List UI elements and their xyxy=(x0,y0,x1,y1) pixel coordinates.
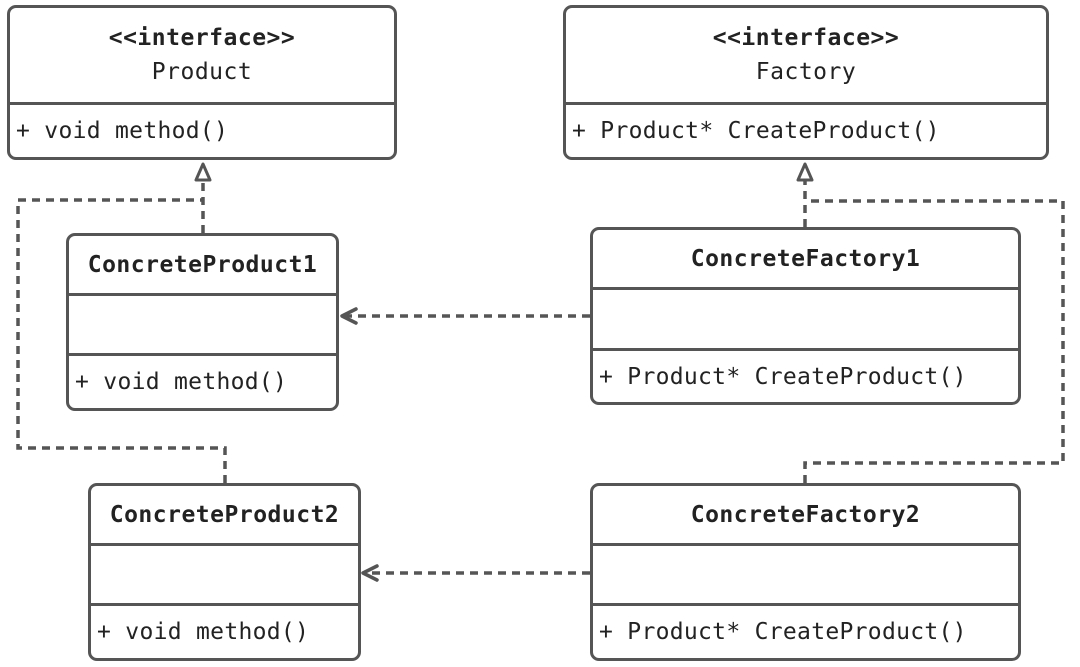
factory-method: + Product* CreateProduct() xyxy=(572,118,940,144)
product-method: + void method() xyxy=(16,118,229,144)
product-interface-methods: + void method() xyxy=(10,102,394,157)
concrete-factory1-method: + Product* CreateProduct() xyxy=(599,363,967,390)
concrete-product2-method: + void method() xyxy=(97,619,310,645)
concrete-factory1-methods: + Product* CreateProduct() xyxy=(593,348,1018,402)
concrete-product1-attributes xyxy=(69,293,336,353)
concrete-factory2-header: ConcreteFactory2 xyxy=(593,486,1018,543)
concrete-product1-method: + void method() xyxy=(75,369,288,395)
dependency-arrowhead-product2 xyxy=(361,564,379,582)
realization-arrowhead-factory xyxy=(796,162,814,182)
concrete-factory2-methods: + Product* CreateProduct() xyxy=(593,603,1018,658)
concrete-product2-header: ConcreteProduct2 xyxy=(91,486,358,543)
product-interface-box: <<interface>> Product + void method() xyxy=(7,5,397,160)
concrete-product2-methods: + void method() xyxy=(91,603,358,658)
concrete-product2-box: ConcreteProduct2 + void method() xyxy=(88,483,361,661)
dependency-arrowhead-product1 xyxy=(340,307,358,325)
product-interface-header: <<interface>> Product xyxy=(10,8,394,102)
factory-interface-name: Factory xyxy=(755,59,857,85)
concrete-factory2-box: ConcreteFactory2 + Product* CreateProduc… xyxy=(590,483,1021,661)
realization-line-product2-to-product xyxy=(16,198,227,483)
concrete-product2-attributes xyxy=(91,543,358,603)
factory-interface-box: <<interface>> Factory + Product* CreateP… xyxy=(563,5,1049,160)
product-stereotype: <<interface>> xyxy=(108,25,296,51)
product-interface-name: Product xyxy=(151,59,253,85)
concrete-product2-name: ConcreteProduct2 xyxy=(109,501,340,528)
concrete-factory2-name: ConcreteFactory2 xyxy=(690,501,921,528)
factory-interface-header: <<interface>> Factory xyxy=(566,8,1046,102)
concrete-product1-name: ConcreteProduct1 xyxy=(87,251,318,278)
concrete-factory1-header: ConcreteFactory1 xyxy=(593,230,1018,287)
concrete-product1-header: ConcreteProduct1 xyxy=(69,236,336,293)
realization-arrowhead-product xyxy=(194,162,212,182)
factory-stereotype: <<interface>> xyxy=(712,25,900,51)
concrete-factory1-name: ConcreteFactory1 xyxy=(690,245,921,272)
concrete-factory2-attributes xyxy=(593,543,1018,603)
concrete-factory1-box: ConcreteFactory1 + Product* CreateProduc… xyxy=(590,227,1021,405)
factory-interface-methods: + Product* CreateProduct() xyxy=(566,102,1046,157)
concrete-product1-box: ConcreteProduct1 + void method() xyxy=(66,233,339,411)
concrete-factory2-method: + Product* CreateProduct() xyxy=(599,619,967,645)
concrete-product1-methods: + void method() xyxy=(69,353,336,408)
concrete-factory1-attributes xyxy=(593,287,1018,348)
